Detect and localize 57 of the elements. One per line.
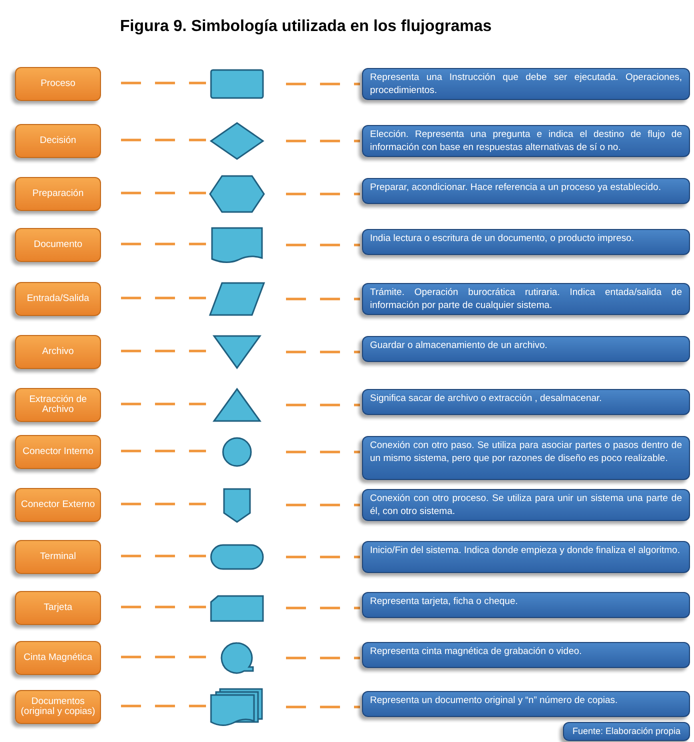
description-box: Representa tarjeta, ficha o cheque. xyxy=(362,592,690,618)
symbol-name-box: Proceso xyxy=(15,67,101,101)
dashed-connector xyxy=(121,450,206,452)
dashed-connector xyxy=(121,656,206,658)
description-box: Significa sacar de archivo o extracción , desalmacenar. xyxy=(362,389,690,415)
description-box: Representa cinta magnética de grabación o video. xyxy=(362,642,690,668)
source-note: Fuente: Elaboración propia xyxy=(563,722,690,741)
dashed-connector xyxy=(286,606,360,610)
dashed-connector xyxy=(286,298,360,300)
description-box: Representa una Instrucción que debe ser ejecutada. Operaciones, procedimientos. xyxy=(362,68,690,100)
dashed-connector xyxy=(121,606,206,608)
symbol-name-box: Decisión xyxy=(15,124,101,158)
figure-title: Figura 9. Simbología utilizada en los flujogramas xyxy=(120,17,492,37)
description-box: Conexión con otro proceso. Se utiliza para unir un sistema una parte de él, con otro sistema. xyxy=(362,489,690,521)
dashed-connector xyxy=(286,656,360,660)
hexagon-symbol xyxy=(208,174,266,214)
dashed-connector xyxy=(121,402,206,406)
symbol-name-box: Documento xyxy=(15,228,101,262)
dashed-connector xyxy=(286,450,360,454)
symbol-name-box: Terminal xyxy=(15,540,101,574)
dashed-connector xyxy=(286,140,360,142)
description-box: Trámite. Operación burocrática rutiraria. Indica entada/salida de información por parte de cualquier sistema. xyxy=(362,283,690,315)
symbol-name-box: Conector Interno xyxy=(15,435,101,469)
description-box: Conexión con otro paso. Se utiliza para asociar partes o pasos dentro de un mismo sistema, pero que por razones de diseño es poco realizable. xyxy=(362,436,690,480)
dashed-connector xyxy=(121,242,206,246)
dashed-connector xyxy=(121,704,206,708)
dashed-connector xyxy=(286,350,360,354)
symbol-name-box: Entrada/Salida xyxy=(15,282,101,316)
dashed-connector xyxy=(121,192,206,194)
description-box: Guardar o almacenamiento de un archivo. xyxy=(362,336,690,362)
symbol-name-box: Conector Externo xyxy=(15,488,101,522)
dashed-connector xyxy=(286,404,360,406)
symbol-name-box: Cinta Magnética xyxy=(15,641,101,675)
symbol-name-box: Documentos (original y copias) xyxy=(15,690,101,724)
dashed-connector xyxy=(286,244,360,246)
symbol-name-box: Archivo xyxy=(15,335,101,369)
dashed-connector xyxy=(121,138,206,142)
symbol-name-box: Preparación xyxy=(15,177,101,211)
description-box: Representa un documento original y “n” número de copias. xyxy=(362,691,690,717)
dashed-connector xyxy=(121,296,206,300)
description-box: Elección. Representa una pregunta e indica el destino de flujo de información con base en respuestas alternativas de sí o no. xyxy=(362,125,690,157)
dashed-connector xyxy=(286,82,360,86)
symbol-name-box: Tarjeta xyxy=(15,591,101,625)
documents-symbol xyxy=(208,687,266,727)
diamond-symbol xyxy=(208,121,266,161)
dashed-connector xyxy=(121,502,206,506)
dashed-connector xyxy=(286,504,360,506)
symbol-name-box: Extracción de Archivo xyxy=(15,388,101,422)
dashed-connector xyxy=(121,350,206,352)
dashed-connector xyxy=(121,554,206,558)
description-box: Inicio/Fin del sistema. Indica donde empieza y donde finaliza el algoritmo. xyxy=(362,541,690,573)
description-box: Preparar, acondicionar. Hace referencia a un proceso ya establecido. xyxy=(362,178,690,204)
dashed-connector xyxy=(286,192,360,196)
dashed-connector xyxy=(121,82,206,84)
description-box: India lectura o escritura de un documento, o producto impreso. xyxy=(362,229,690,255)
dashed-connector xyxy=(286,556,360,558)
dashed-connector xyxy=(286,706,360,708)
